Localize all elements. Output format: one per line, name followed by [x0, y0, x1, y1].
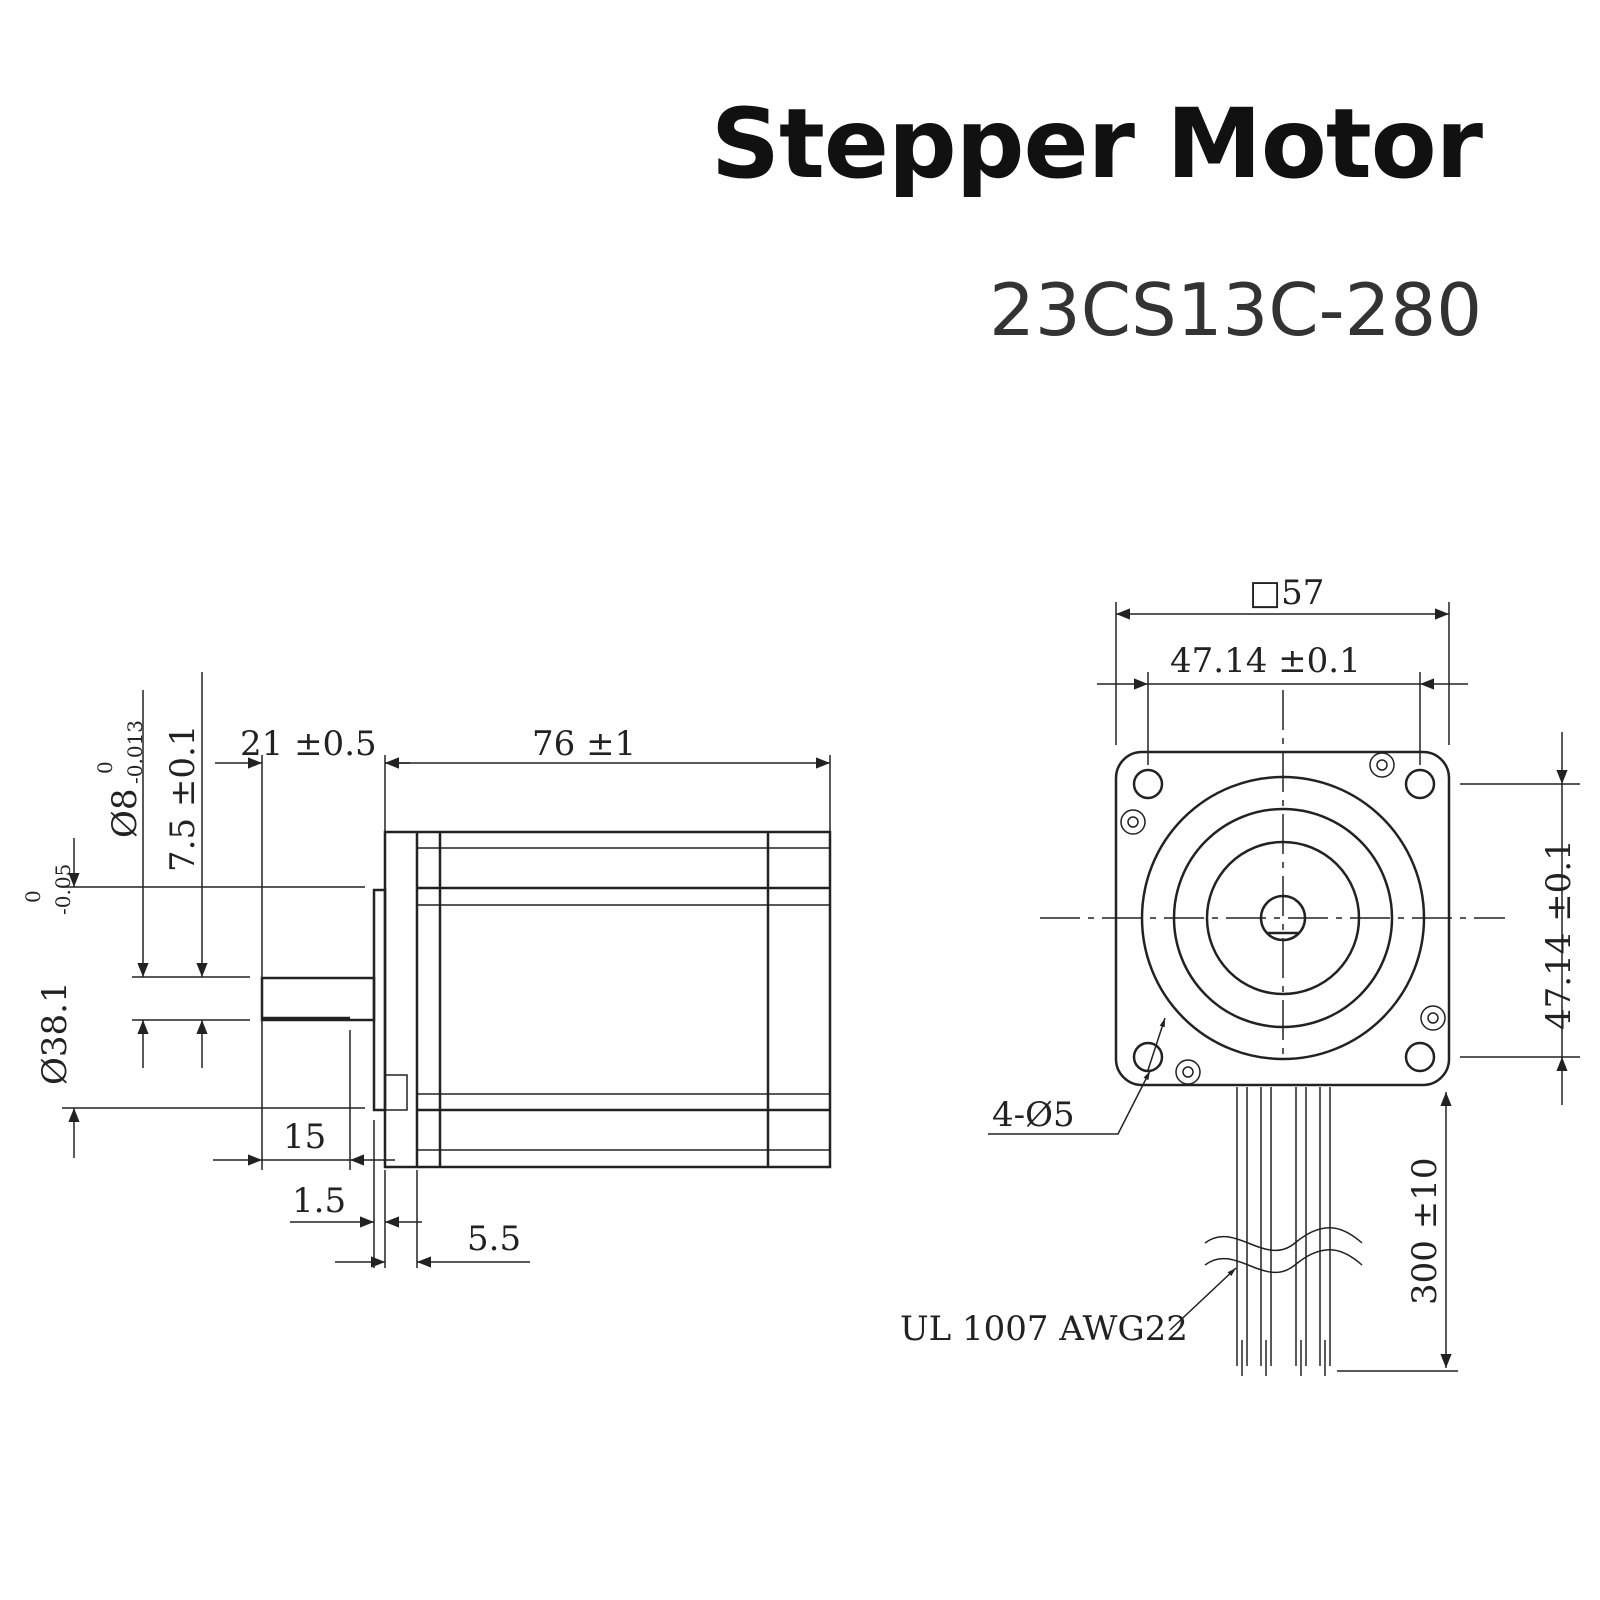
screw-marks — [1120, 752, 1446, 1085]
dim-shaft-diameter-tol-lower: -0.013 — [123, 720, 147, 784]
dim-shaft-diameter-tol-upper: 0 — [93, 761, 117, 774]
dim-hole-spacing-vertical-label: 47.14 ±0.1 — [1539, 839, 1579, 1030]
model-number: 23CS13C-280 — [989, 268, 1482, 352]
dim-body-length: 76 ±1 — [385, 724, 830, 769]
dim-shaft-diameter-label: Ø8 — [105, 788, 145, 838]
page-title: Stepper Motor — [710, 88, 1483, 200]
dim-boss-diameter-tol-upper: 0 — [21, 890, 45, 903]
dim-boss-diameter: Ø38.1 0 -0.05 — [21, 838, 80, 1158]
dim-holes-leader: 4-Ø5 — [988, 1017, 1166, 1135]
dim-boss-diameter-label: Ø38.1 — [35, 981, 75, 1085]
dim-flat-length: 15 — [213, 1117, 395, 1166]
dim-lead-length-label: 300 ±10 — [1405, 1158, 1445, 1305]
dim-boss-height: 1.5 — [290, 1181, 422, 1228]
dim-hole-spacing-horizontal: 47.14 ±0.1 — [1097, 641, 1468, 690]
lead-wires — [1204, 1087, 1363, 1376]
dim-square: □57 — [1116, 573, 1449, 620]
wire-spec-label: UL 1007 AWG22 — [900, 1309, 1188, 1349]
dim-flange-thickness-label: 5.5 — [467, 1219, 521, 1259]
dim-square-label: □57 — [1249, 573, 1324, 613]
dim-holes-label: 4-Ø5 — [992, 1095, 1075, 1135]
dim-lead-length: 300 ±10 — [1405, 1092, 1452, 1368]
front-view: □57 47.14 ±0.1 47.14 ±0.1 4-Ø5 — [900, 573, 1580, 1376]
dim-shaft-flat: 7.5 ±0.1 — [163, 672, 208, 1068]
dim-hole-spacing-horizontal-label: 47.14 ±0.1 — [1170, 641, 1361, 681]
dim-flange-thickness: 5.5 — [335, 1219, 530, 1268]
dim-boss-diameter-tol-lower: -0.05 — [51, 864, 75, 915]
dim-hole-spacing-vertical: 47.14 ±0.1 — [1539, 732, 1579, 1105]
dim-shaft-length-label: 21 ±0.5 — [240, 724, 377, 764]
center-lines — [1040, 690, 1505, 1058]
dim-boss-height-label: 1.5 — [292, 1181, 346, 1221]
side-extension-lines — [62, 755, 831, 1268]
dim-shaft-length: 21 ±0.5 — [215, 724, 410, 769]
side-view: 21 ±0.5 76 ±1 Ø8 0 -0.013 7.5 ±0.1 — [21, 672, 832, 1268]
motor-body-side — [260, 830, 832, 1169]
wire-spec-leader: UL 1007 AWG22 — [900, 1267, 1237, 1349]
dim-body-length-label: 76 ±1 — [532, 724, 636, 764]
dim-flat-length-label: 15 — [283, 1117, 326, 1157]
dim-shaft-flat-label: 7.5 ±0.1 — [163, 725, 203, 872]
dim-shaft-diameter: Ø8 0 -0.013 — [93, 690, 149, 1068]
